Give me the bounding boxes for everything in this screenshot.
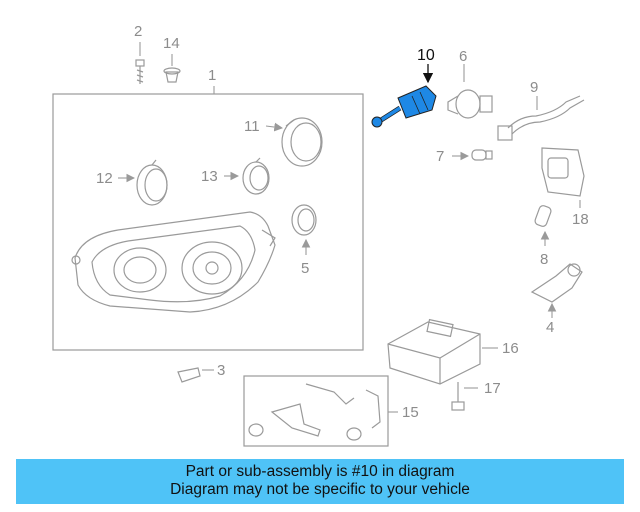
- bracket-kit-part-15: [243, 375, 398, 447]
- cap-part-12: [118, 159, 168, 206]
- module-part-16: [387, 318, 498, 385]
- screw-part-3: [177, 367, 214, 383]
- callout-12[interactable]: 12: [96, 170, 113, 187]
- callout-9[interactable]: 9: [530, 79, 538, 96]
- bulb-part-8: [534, 205, 552, 246]
- callout-10[interactable]: 10: [417, 47, 435, 64]
- bulb-part-6: [447, 64, 493, 119]
- bolt-part-17: [451, 382, 478, 411]
- callout-7[interactable]: 7: [436, 148, 444, 165]
- callout-3[interactable]: 3: [217, 362, 225, 379]
- cap-part-11: [265, 117, 323, 167]
- callout-18[interactable]: 18: [572, 211, 589, 228]
- bulb-part-7: [452, 149, 493, 161]
- module-part-18: [541, 147, 585, 208]
- callout-15[interactable]: 15: [402, 404, 419, 421]
- callout-4[interactable]: 4: [546, 319, 554, 336]
- banner-line-2: Diagram may not be specific to your vehi…: [170, 481, 470, 498]
- callout-1[interactable]: 1: [208, 67, 216, 84]
- callout-6[interactable]: 6: [459, 48, 467, 65]
- callout-13[interactable]: 13: [201, 168, 218, 185]
- banner-line-1: Part or sub-assembly is #10 in diagram: [185, 463, 455, 480]
- headlamp-assembly-box: [52, 86, 364, 351]
- callout-11[interactable]: 11: [244, 118, 260, 135]
- cap-part-5: [291, 204, 317, 255]
- headlamp-housing: [71, 211, 276, 313]
- wiring-part-9: [497, 95, 585, 141]
- callout-5[interactable]: 5: [301, 260, 309, 277]
- callout-16[interactable]: 16: [502, 340, 519, 357]
- screw-part-2: [135, 42, 145, 84]
- cap-part-13: [224, 157, 270, 195]
- callout-14[interactable]: 14: [163, 35, 180, 52]
- callout-2[interactable]: 2: [134, 23, 142, 40]
- clip-part-14: [163, 54, 181, 83]
- callout-8[interactable]: 8: [540, 251, 548, 268]
- bulb-part-4: [530, 263, 583, 318]
- adjuster-part-10: [371, 64, 437, 128]
- callout-17[interactable]: 17: [484, 380, 501, 397]
- info-banner: Part or sub-assembly is #10 in diagram D…: [16, 459, 624, 504]
